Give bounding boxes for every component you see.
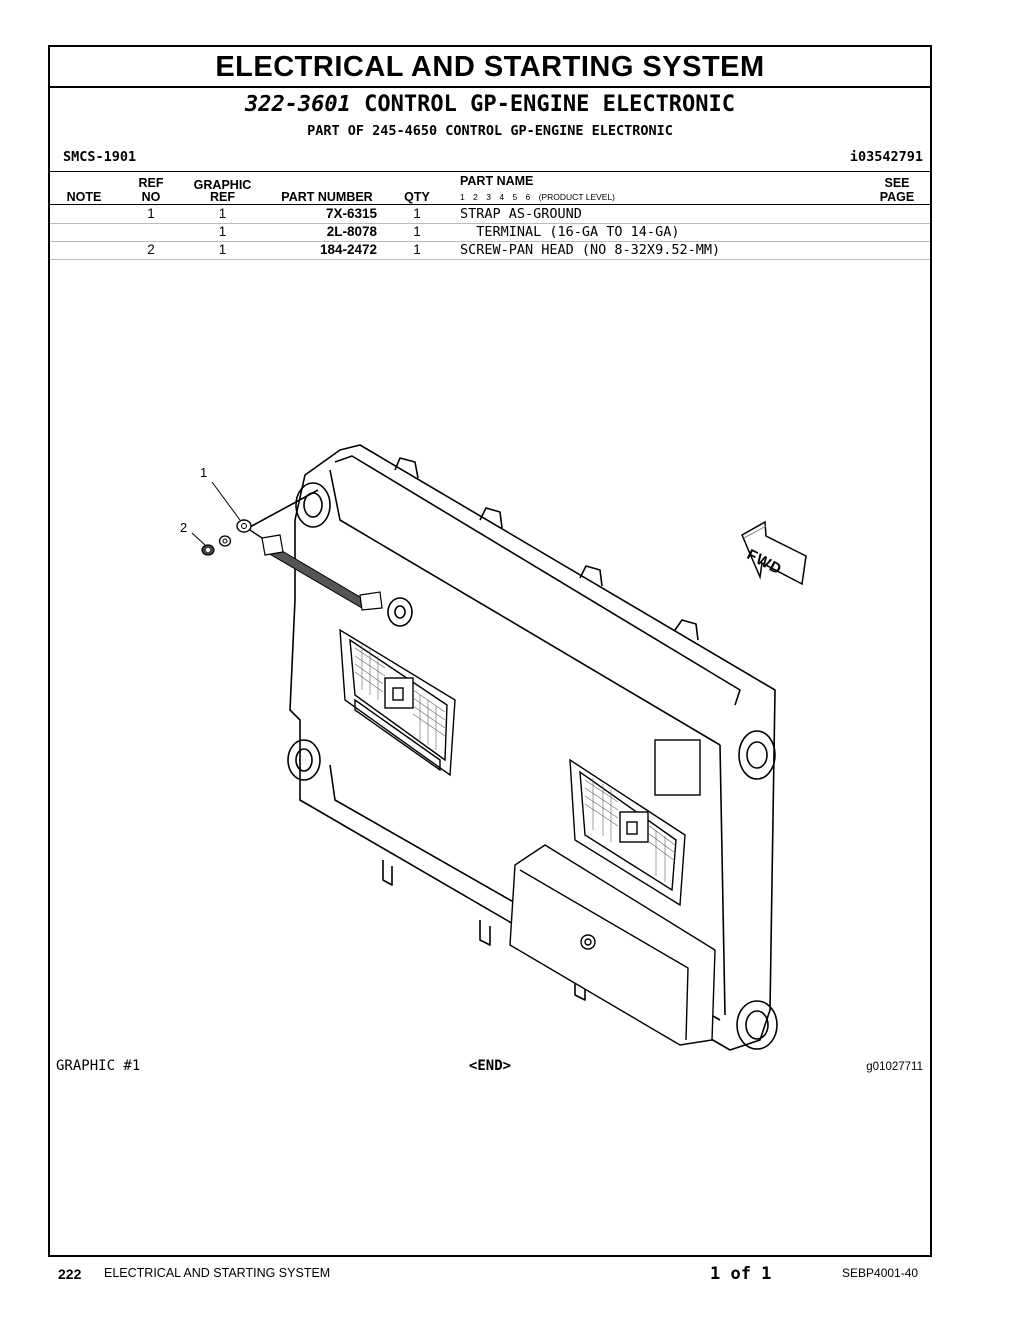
col-graphic-ref-1: GRAPHIC xyxy=(193,178,252,192)
graphic-label: GRAPHIC #1 xyxy=(56,1058,141,1074)
title-divider xyxy=(50,86,930,88)
level-6: 6 xyxy=(525,192,531,202)
callout-2: 2 xyxy=(180,520,188,535)
part-number-cell: 184-2472 xyxy=(319,242,377,257)
col-part-name: PART NAME xyxy=(460,174,534,188)
smcs-code: SMCS-1901 xyxy=(63,149,137,165)
connector-left-pins xyxy=(354,645,446,750)
col-see-page-1: SEE xyxy=(884,176,910,190)
level-2: 2 xyxy=(473,192,478,202)
doc-number: SEBP4001-40 xyxy=(842,1266,919,1280)
connector-right-pins xyxy=(584,778,676,882)
ref-no-cell: 2 xyxy=(147,242,155,257)
ground-strap xyxy=(236,489,383,611)
part-name-cell: STRAP AS-GROUND xyxy=(460,206,582,222)
graphic-id: g01027711 xyxy=(866,1061,923,1073)
col-qty: QTY xyxy=(404,190,430,204)
level-4: 4 xyxy=(499,192,505,202)
col-ref-no-2: NO xyxy=(141,190,161,204)
level-1: 1 xyxy=(460,192,465,202)
col-see-page-2: PAGE xyxy=(879,190,915,204)
module-cover xyxy=(509,739,716,1046)
fwd-arrow-icon xyxy=(741,520,807,586)
footer-section: ELECTRICAL AND STARTING SYSTEM xyxy=(104,1266,331,1280)
group-heading: 322-3601 CONTROL GP-ENGINE ELECTRONIC xyxy=(50,92,930,117)
page-frame: ELECTRICAL AND STARTING SYSTEM 322-3601 … xyxy=(48,45,932,1257)
graphic-ref-cell: 1 xyxy=(218,224,227,239)
col-part-number: PART NUMBER xyxy=(281,190,373,204)
row-divider xyxy=(50,223,930,224)
ecm-housing xyxy=(287,444,778,1051)
ref-no-cell: 1 xyxy=(147,206,155,221)
group-name: CONTROL GP-ENGINE ELECTRONIC xyxy=(364,92,736,117)
graphic-ref-cell: 1 xyxy=(218,242,227,257)
page-title: ELECTRICAL AND STARTING SYSTEM xyxy=(215,51,765,83)
illustration-id: i03542791 xyxy=(849,149,923,165)
part-name-cell: TERMINAL (16-GA TO 14-GA) xyxy=(460,224,680,240)
graphic-ref-cell: 1 xyxy=(218,206,227,221)
col-note: NOTE xyxy=(66,190,102,204)
callout-2-leader xyxy=(191,532,206,546)
level-3: 3 xyxy=(486,192,491,202)
part-number-cell: 7X-6315 xyxy=(325,206,377,221)
qty-cell: 1 xyxy=(413,224,421,239)
page-number: 222 xyxy=(58,1266,82,1282)
product-levels: 1 2 3 4 5 6 (PRODUCT LEVEL) xyxy=(460,192,615,202)
page-of: 1 of 1 xyxy=(710,1264,772,1284)
qty-cell: 1 xyxy=(413,206,421,221)
col-ref-no-1: REF xyxy=(138,176,164,190)
product-level-label: (PRODUCT LEVEL) xyxy=(538,192,616,202)
part-name-cell: SCREW-PAN HEAD (NO 8-32X9.52-MM) xyxy=(460,242,721,258)
group-number: 322-3601 xyxy=(244,92,351,117)
callout-1: 1 xyxy=(200,465,208,480)
level-5: 5 xyxy=(512,192,518,202)
col-graphic-ref-2: REF xyxy=(210,190,235,204)
ground-screw xyxy=(201,535,232,556)
qty-cell: 1 xyxy=(413,242,421,257)
table-top-rule xyxy=(50,171,930,172)
part-number-cell: 2L-8078 xyxy=(326,224,377,239)
table-header-rule xyxy=(50,204,930,205)
row-divider xyxy=(50,241,930,242)
row-divider xyxy=(50,259,930,260)
end-label: <END> xyxy=(468,1058,512,1074)
connector-left xyxy=(339,628,456,777)
callout-1-leader xyxy=(211,481,241,521)
part-of-line: PART OF 245-4650 CONTROL GP-ENGINE ELECT… xyxy=(307,123,673,139)
